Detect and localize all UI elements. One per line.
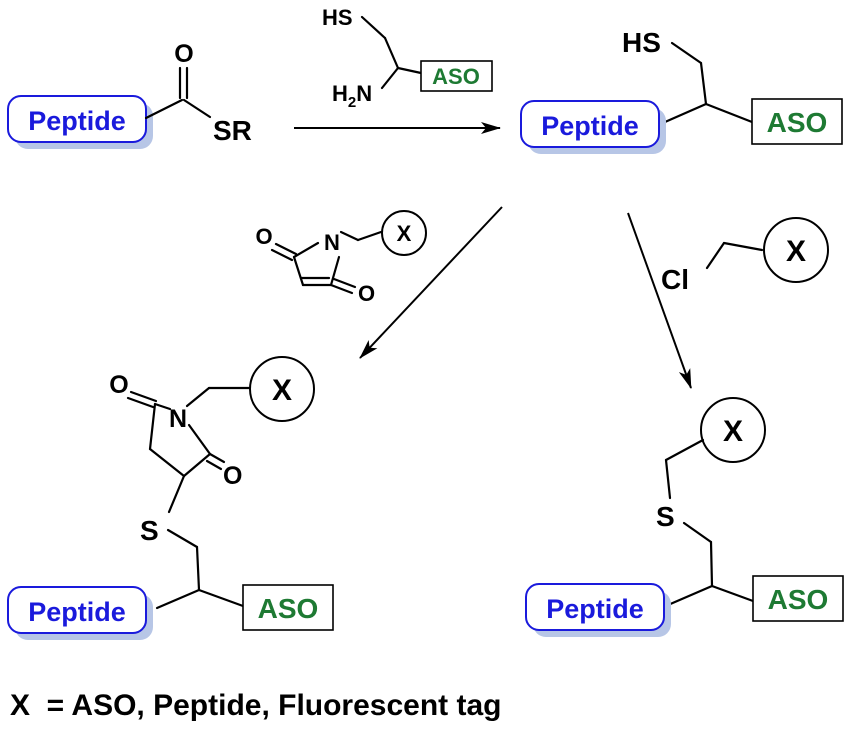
alkylation-arrow bbox=[627, 212, 692, 389]
product-peptide-box bbox=[520, 100, 660, 148]
succinimide-o1-label: O bbox=[109, 371, 128, 399]
maleimide-n-label: N bbox=[324, 230, 340, 255]
cl-x-label: X bbox=[786, 235, 806, 268]
left-aso-box bbox=[242, 584, 334, 631]
legend-text: X = ASO, Peptide, Fluorescent tag bbox=[10, 689, 502, 722]
right-x-circle bbox=[700, 397, 766, 463]
cl-x-circle bbox=[763, 217, 829, 283]
right-s-label: S bbox=[656, 501, 675, 532]
product-peptide-label: Peptide bbox=[541, 111, 639, 141]
reagent-aso-box bbox=[420, 60, 493, 92]
peptide-thioester: Peptide O SR bbox=[7, 40, 252, 149]
maleimide-x-label: X bbox=[397, 221, 412, 246]
left-aso-label: ASO bbox=[258, 593, 319, 624]
peptide-cys-aso: HS Peptide ASO bbox=[520, 27, 843, 154]
reagent-h2n-label: H2N bbox=[332, 81, 372, 111]
right-peptide-label: Peptide bbox=[546, 594, 644, 624]
maleimide-o2-label: O bbox=[358, 281, 375, 306]
chloroalkyl-reagent: Cl X bbox=[661, 217, 829, 295]
left-peptide-label: Peptide bbox=[28, 597, 126, 627]
product-aso-label: ASO bbox=[767, 107, 828, 138]
succinimide-x-circle bbox=[249, 356, 315, 422]
sr-label: SR bbox=[213, 115, 252, 146]
right-peptide-box bbox=[525, 583, 665, 631]
product-hs-label: HS bbox=[622, 27, 661, 58]
maleimide-x-circle bbox=[381, 210, 427, 256]
carbonyl-o-label: O bbox=[174, 40, 193, 68]
reagent-hs-label: HS bbox=[322, 5, 353, 30]
reagent-aso-label: ASO bbox=[432, 64, 480, 89]
product-aso-box bbox=[751, 98, 843, 145]
succinimide-n-label: N bbox=[169, 405, 187, 433]
cysteine-aso-reagent: HS H2N ASO bbox=[322, 5, 493, 111]
maleimide-arrow bbox=[359, 206, 503, 359]
maleimide-o1-label: O bbox=[255, 224, 272, 249]
succinimide-x-label: X bbox=[272, 374, 292, 407]
left-peptide-box bbox=[7, 586, 147, 634]
peptide-label: Peptide bbox=[28, 106, 126, 136]
right-x-label: X bbox=[723, 415, 743, 448]
maleimide-reagent: O N O X bbox=[255, 210, 427, 306]
succinimide-product: O N O X S Peptide ASO bbox=[7, 356, 334, 640]
succinimide-s-label: S bbox=[140, 515, 159, 546]
right-aso-label: ASO bbox=[768, 584, 829, 615]
alkyl-thioether-product: X S Peptide ASO bbox=[525, 397, 844, 637]
succinimide-o2-label: O bbox=[223, 462, 242, 490]
right-aso-box bbox=[752, 575, 844, 622]
cl-label: Cl bbox=[661, 264, 689, 295]
